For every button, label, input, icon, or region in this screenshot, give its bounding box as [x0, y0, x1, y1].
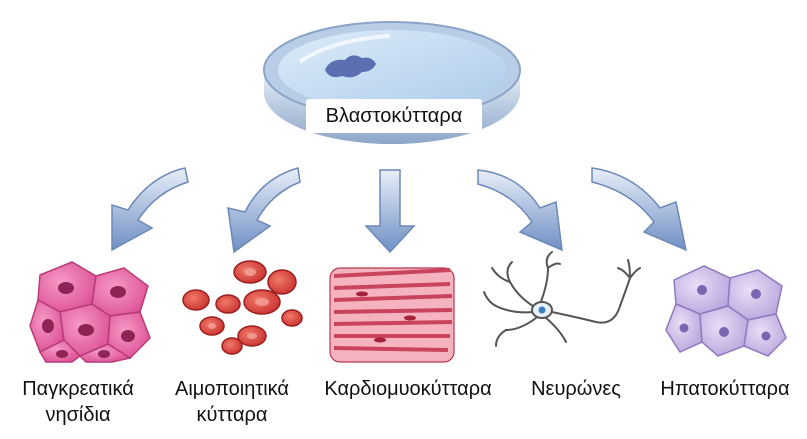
arrow-blood — [227, 167, 301, 254]
pancreatic-islet-cells — [29, 261, 151, 363]
caption-hematopoietic-line1: Αιμοποιητικά — [174, 378, 289, 400]
caption-neurons-line1: Νευρώνες — [531, 378, 621, 400]
arrow-pancreatic — [111, 167, 189, 252]
caption-cardiomyocytes: Καρδιομυοκύτταρα — [306, 376, 510, 402]
hepatocytes — [665, 265, 787, 357]
neuron-cell — [483, 251, 641, 347]
caption-cardiomyocytes-line1: Καρδιομυοκύτταρα — [324, 378, 492, 400]
caption-hematopoietic-line2: κύτταρα — [196, 404, 268, 426]
caption-neurons: Νευρώνες — [512, 376, 640, 402]
stem-cells-label: Βλαστοκύτταρα — [306, 99, 482, 133]
arrow-hepato — [591, 167, 688, 252]
arrow-cardio — [364, 169, 416, 254]
caption-hematopoietic: Αιμοποιητικά κύτταρα — [158, 376, 306, 428]
caption-pancreatic-line1: Παγκρεατικά — [22, 378, 134, 400]
caption-pancreatic-line2: νησίδια — [45, 404, 111, 426]
arrows — [111, 167, 688, 254]
arrow-neuron — [477, 169, 563, 252]
caption-pancreatic: Παγκρεατικά νησίδια — [4, 376, 152, 428]
stem-cell-colony — [325, 55, 376, 78]
caption-hepatocytes: Ηπατοκύτταρα — [646, 376, 804, 402]
blood-cells — [182, 260, 303, 355]
caption-hepatocytes-line1: Ηπατοκύτταρα — [660, 378, 790, 400]
cardiomyocytes — [329, 267, 455, 363]
